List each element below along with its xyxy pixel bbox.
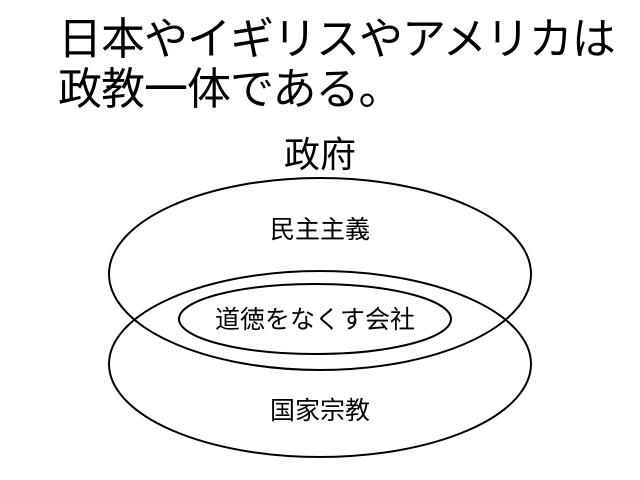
heading-line-1: 日本やイギリスやアメリカは (58, 14, 616, 65)
democracy-ellipse (108, 177, 532, 371)
state-religion-label: 国家宗教 (269, 396, 370, 425)
company-label: 道徳をなくす会社 (214, 305, 415, 334)
state-religion-ellipse (108, 270, 532, 458)
democracy-label: 民主主義 (269, 215, 370, 244)
government-label: 政府 (283, 135, 356, 176)
heading-line-2: 政教一体である。 (58, 64, 403, 115)
company-ellipse (178, 283, 452, 355)
